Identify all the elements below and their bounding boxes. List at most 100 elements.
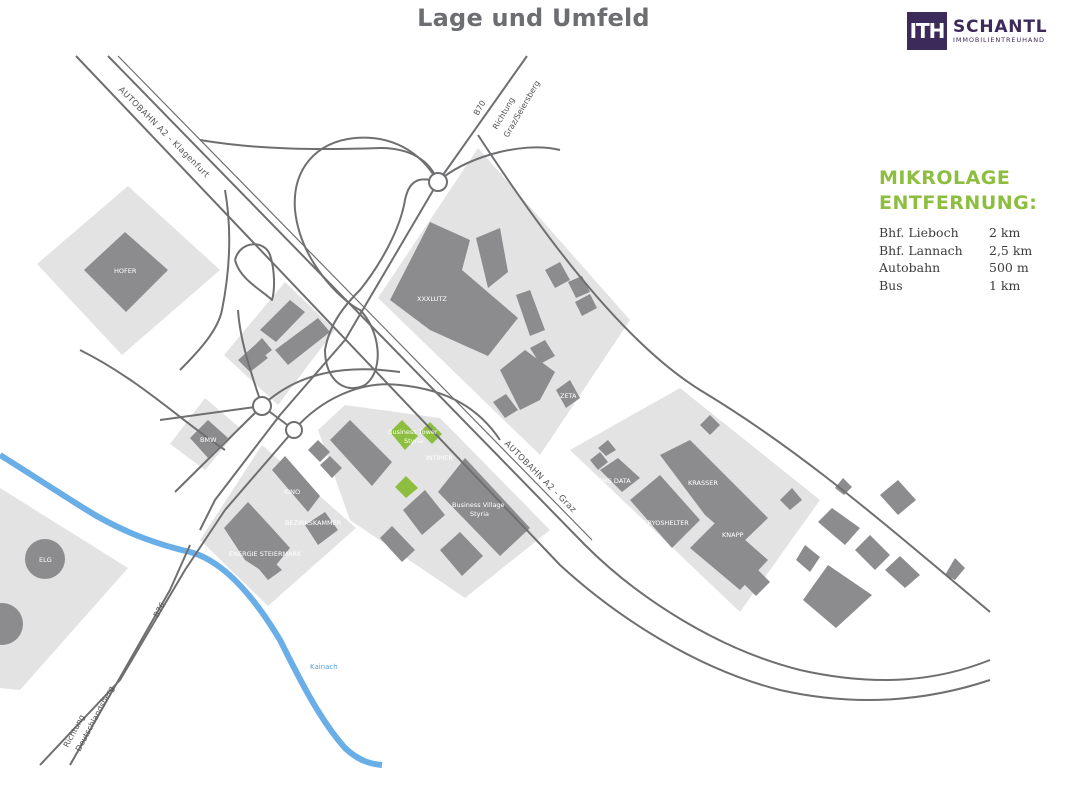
building-sms-c bbox=[598, 440, 616, 456]
label-xxxlutz: XXXLUTZ bbox=[417, 295, 447, 303]
building-xxx-g bbox=[500, 350, 555, 410]
distance-label: Bhf. Lieboch bbox=[879, 225, 959, 240]
autobahn-a2-mid bbox=[117, 55, 593, 541]
building-e2 bbox=[855, 535, 890, 570]
label-krasser: KRASSER bbox=[688, 479, 718, 487]
building-e1 bbox=[818, 508, 860, 545]
road-south-b bbox=[261, 368, 401, 407]
area-north-center bbox=[224, 282, 335, 405]
highlight-buildings bbox=[390, 420, 442, 498]
logo-mark-icon: ITH bbox=[907, 12, 947, 50]
road-west-a bbox=[79, 349, 226, 451]
buildings bbox=[0, 222, 965, 645]
building-sms-b bbox=[590, 452, 608, 470]
highlight-tower-b bbox=[420, 422, 442, 444]
distance-label: Autobahn bbox=[879, 260, 941, 275]
distance-value: 500 m bbox=[989, 260, 1029, 275]
building-cryo bbox=[630, 475, 700, 548]
distance-label: Bus bbox=[879, 277, 903, 293]
label-intimer: INTIMER bbox=[426, 454, 453, 462]
label-business-tower-1: Business Tower bbox=[388, 428, 438, 436]
building-village bbox=[438, 458, 530, 556]
building-e4 bbox=[880, 480, 916, 515]
label-river: Kainach bbox=[310, 663, 338, 671]
label-energie: ENERGIE STEIERMARK bbox=[229, 550, 302, 558]
site-map: AUTOBAHN A2 - Klagenfurt AUTOBAHN A2 - G… bbox=[0, 55, 991, 768]
building-bus-a bbox=[330, 420, 392, 486]
road-west-c bbox=[159, 405, 263, 421]
area-kino bbox=[200, 445, 356, 606]
label-elg: ELG bbox=[39, 556, 52, 564]
building-bezirk bbox=[305, 512, 338, 545]
building-elg bbox=[25, 539, 65, 579]
building-e5 bbox=[835, 478, 852, 495]
roundabout-north bbox=[428, 172, 448, 192]
distance-value: 2 km bbox=[989, 225, 1021, 240]
road-east bbox=[477, 134, 991, 613]
roads bbox=[39, 55, 991, 766]
distance-row: Autobahn 500 m bbox=[879, 259, 1059, 277]
distance-heading-1: MIKROLAGE bbox=[879, 167, 1011, 189]
distance-row: Bhf. Lieboch 2 km bbox=[879, 224, 1059, 242]
distance-row: Bhf. Lannach 2,5 km bbox=[879, 242, 1059, 260]
page-title: Lage und Umfeld bbox=[417, 4, 650, 32]
label-business-village-1: Business Village bbox=[452, 501, 505, 509]
road-south-c bbox=[237, 309, 263, 407]
distance-value: 1 km bbox=[989, 277, 1021, 293]
label-hofer: HOFER bbox=[114, 267, 137, 275]
building-bus-d bbox=[380, 526, 415, 562]
area-xxxlutz bbox=[378, 148, 630, 455]
building-east-b bbox=[700, 415, 720, 435]
building-zeta bbox=[556, 380, 580, 408]
building-east-c bbox=[780, 488, 802, 510]
label-business-tower-2: Styria bbox=[404, 437, 423, 445]
building-nc-a bbox=[260, 300, 305, 342]
label-sms-data: SMS DATA bbox=[598, 477, 631, 485]
label-a2-klagenfurt: AUTOBAHN A2 - Klagenfurt bbox=[116, 85, 211, 180]
river-kainach bbox=[0, 452, 383, 768]
building-energie bbox=[224, 502, 290, 575]
distance-heading-2: ENTFERNUNG: bbox=[879, 192, 1038, 214]
building-xxx-c bbox=[516, 290, 545, 336]
label-bmw: BMW bbox=[200, 436, 217, 444]
building-xxx-f bbox=[575, 294, 597, 316]
distance-row: Bus 1 km bbox=[879, 277, 1059, 295]
building-bus-b bbox=[403, 490, 445, 535]
label-kino: KINO bbox=[284, 488, 300, 496]
highlight-c bbox=[395, 476, 418, 498]
building-nc-b bbox=[275, 318, 330, 365]
label-cryoshelter: CRYOSHELTER bbox=[643, 519, 689, 527]
building-bus-f bbox=[320, 456, 342, 478]
building-nc-d bbox=[252, 338, 272, 358]
label-knapp: KNAPP bbox=[722, 531, 743, 539]
road-west-b bbox=[179, 189, 231, 371]
building-bus-c bbox=[440, 532, 483, 576]
label-bezirkskammer: BEZIRKSKAMMER bbox=[285, 519, 342, 527]
logo-name: SCHANTL bbox=[953, 16, 1048, 37]
building-kino bbox=[272, 456, 320, 512]
distance-value: 2,5 km bbox=[989, 242, 1033, 258]
building-xxxlutz bbox=[390, 222, 518, 356]
logo-subtitle: IMMOBILIENTREUHAND bbox=[953, 35, 1045, 44]
building-xxx-i bbox=[493, 394, 518, 418]
distance-list: Bhf. Lieboch 2 km Bhf. Lannach 2,5 km Au… bbox=[879, 224, 1059, 294]
building-bus-e bbox=[308, 440, 330, 462]
roundabout-south bbox=[285, 421, 303, 439]
building-xxx-b bbox=[476, 228, 508, 288]
road-south-a bbox=[293, 383, 501, 441]
highlight-tower-a bbox=[390, 420, 418, 450]
label-business-village-2: Styria bbox=[470, 510, 489, 518]
building-e3 bbox=[885, 556, 920, 588]
building-xxx-d bbox=[545, 262, 570, 288]
company-logo[interactable]: ITH SCHANTL IMMOBILIENTREUHAND bbox=[907, 11, 1047, 51]
area-elg bbox=[0, 488, 128, 690]
building-e7 bbox=[796, 545, 820, 572]
building-e6 bbox=[945, 558, 965, 580]
building-e8 bbox=[803, 565, 872, 628]
building-sms bbox=[600, 458, 640, 492]
distance-label: Bhf. Lannach bbox=[879, 242, 963, 258]
autobahn-a2-inner bbox=[107, 55, 991, 682]
roundabout-west bbox=[252, 396, 272, 416]
road-b76 bbox=[69, 544, 191, 766]
building-krasser bbox=[660, 440, 768, 545]
